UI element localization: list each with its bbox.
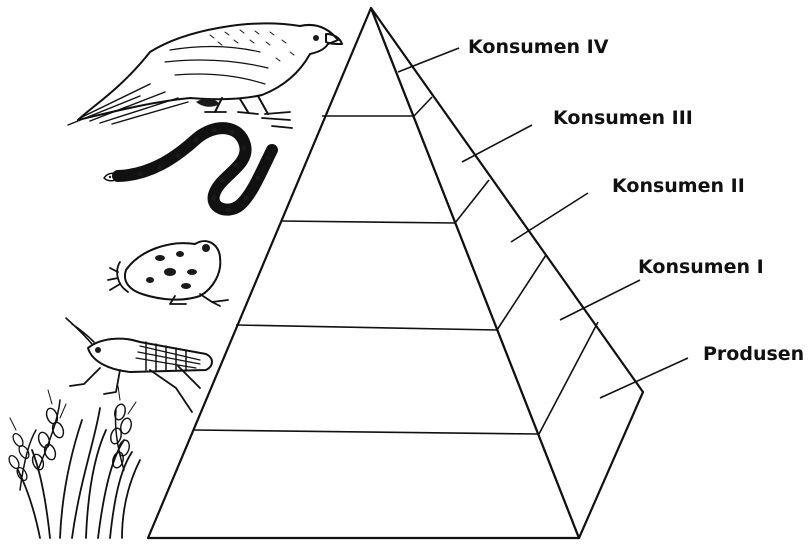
eagle-illustration	[68, 24, 342, 128]
wheat-grain-head	[7, 432, 31, 482]
label-konsumen-i: Konsumen I	[638, 256, 764, 278]
leader-line-konsumen-iii	[462, 125, 532, 162]
label-produsen: Produsen	[703, 343, 804, 365]
frog-illustration	[108, 241, 228, 306]
grasshopper-illustration	[66, 318, 212, 412]
frog-spots	[146, 251, 197, 289]
wheat-illustration	[7, 386, 140, 538]
leader-line-konsumen-ii	[511, 193, 588, 242]
label-konsumen-iii: Konsumen III	[553, 107, 693, 129]
snake-illustration	[104, 128, 272, 213]
pyramid	[148, 8, 643, 538]
label-konsumen-iv: Konsumen IV	[468, 36, 609, 58]
label-konsumen-ii: Konsumen II	[612, 175, 745, 197]
